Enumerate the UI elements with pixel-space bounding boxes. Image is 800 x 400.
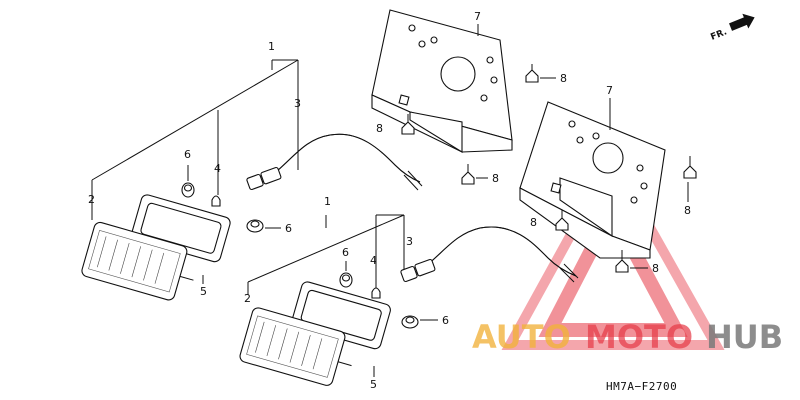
callout-bolt-8b: 8 [376,122,383,135]
bolt-8e [555,210,569,231]
watermark-triangle-outer [538,194,688,337]
bracket-a [371,9,513,153]
callout-bolt-8d: 8 [684,204,691,217]
callout-right-5: 5 [370,378,377,391]
left-bulb [211,195,221,207]
callout-bracket-a-7: 7 [474,10,481,23]
callout-left-6: 6 [184,148,191,161]
callout-right-6: 6 [342,246,349,259]
watermark-logo [501,149,725,350]
watermark-triangle-inner [501,149,725,350]
left-grommet-upper [181,182,195,198]
watermark-hub: HUB [706,318,783,356]
watermark-text: AUTO MOTO HUB [472,318,783,356]
callout-left-5: 5 [200,285,207,298]
callout-left-1: 1 [268,40,275,53]
right-lamp-lens [239,307,352,386]
right-callout-tree [247,214,405,295]
left-grommet-lower [246,219,264,233]
front-direction-arrow: FR. [709,13,755,43]
bolt-8c [461,164,475,185]
front-direction-arrow-icon [729,13,755,31]
callout-bracket-b-7: 7 [606,84,613,97]
callout-left-6b: 6 [285,222,292,235]
callout-bolt-8a: 8 [560,72,567,85]
bolt-8a [525,64,539,83]
front-label: FR. [709,27,728,43]
right-socket-harness [400,226,579,283]
watermark-moto: MOTO [585,318,693,356]
right-bulb [371,287,381,299]
callout-right-1: 1 [324,195,331,208]
bolt-8d [683,156,697,179]
callout-left-3: 3 [294,97,301,110]
diagram-reference-code: HM7A−F2700 [606,380,677,393]
bolt-8b [401,114,415,135]
callout-bolt-8c: 8 [492,172,499,185]
right-grommet-upper [339,272,353,288]
callout-right-4: 4 [370,254,377,267]
left-socket-harness [246,133,423,191]
left-lamp-lens [81,221,194,301]
callout-right-6b: 6 [442,314,449,327]
bolt-8f [615,250,629,273]
callout-right-2: 2 [244,292,251,305]
bracket-b [519,101,666,259]
callout-bolt-8f: 8 [652,262,659,275]
callout-right-3: 3 [406,235,413,248]
watermark-auto: AUTO [472,318,571,356]
callout-left-2: 2 [88,193,95,206]
callout-left-4: 4 [214,162,221,175]
right-grommet-lower [401,315,419,329]
callout-bolt-8e: 8 [530,216,537,229]
left-callout-tree [91,59,299,220]
